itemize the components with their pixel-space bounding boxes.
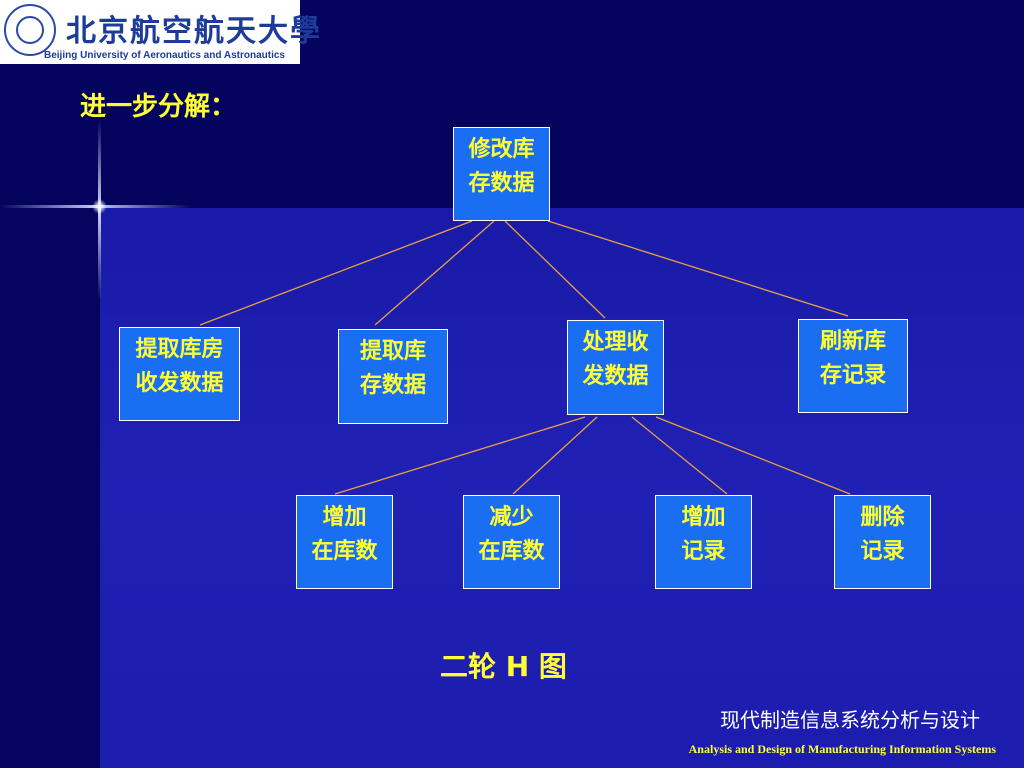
connector-node-3-to-leaf-3: [631, 416, 728, 495]
diagram-node-level2-3: 增加 记录: [655, 495, 752, 589]
node-label-line2: 记录: [860, 538, 905, 564]
university-seal-inner-ring: [16, 16, 44, 44]
diagram-node-level2-4: 删除 记录: [834, 495, 931, 589]
connector-node-3-to-leaf-1: [334, 416, 586, 495]
node-label-line1: 增加: [322, 504, 367, 530]
node-label-line1: 减少: [489, 504, 534, 530]
background-main-panel: [100, 208, 1024, 768]
university-name-cn: 北京航空航天大學: [66, 14, 322, 49]
node-label-line1: 提取库房: [135, 336, 224, 362]
node-label-line2: 存数据: [468, 170, 535, 196]
node-label-line1: 增加: [681, 504, 726, 530]
diagram-caption: 二轮 H 图: [440, 650, 567, 683]
diagram-node-root: 修改库 存数据: [453, 127, 550, 221]
slide-title: 进一步分解：: [80, 92, 237, 122]
diagram-node-level2-2: 减少 在库数: [463, 495, 560, 589]
background-left-band: [0, 208, 100, 768]
node-label-line1: 修改库: [468, 136, 535, 162]
connector-root-to-node-4: [547, 220, 849, 317]
university-name-en: Beijing University of Aeronautics and As…: [44, 50, 285, 61]
course-title-en: Analysis and Design of Manufacturing Inf…: [688, 742, 996, 756]
node-label-line2: 收发数据: [135, 370, 224, 396]
node-label-line2: 存记录: [819, 362, 886, 388]
node-label-line1: 提取库: [359, 338, 426, 364]
node-label-line2: 发数据: [582, 363, 649, 389]
node-label-line2: 存数据: [359, 372, 426, 398]
node-label-line2: 在库数: [311, 538, 378, 564]
node-label-line1: 删除: [860, 504, 905, 530]
university-seal-icon: [4, 4, 56, 56]
diagram-node-level2-1: 增加 在库数: [296, 495, 393, 589]
university-logo: 北京航空航天大學 Beijing University of Aeronauti…: [0, 0, 320, 64]
connector-root-to-node-3: [504, 220, 606, 319]
course-title-cn: 现代制造信息系统分析与设计: [720, 708, 980, 732]
connector-root-to-node-2: [374, 220, 495, 326]
diagram-node-level1-2: 提取库 存数据: [338, 329, 448, 424]
node-label-line1: 处理收: [582, 329, 649, 355]
node-label-line2: 在库数: [478, 538, 545, 564]
node-label-line1: 刷新库: [819, 328, 886, 354]
connector-node-3-to-leaf-2: [512, 416, 598, 495]
diagram-node-level1-3: 处理收 发数据: [567, 320, 664, 415]
diagram-node-level1-4: 刷新库 存记录: [798, 319, 908, 413]
node-label-line2: 记录: [681, 538, 726, 564]
connector-root-to-node-1: [199, 220, 473, 326]
light-flare-core: [92, 199, 107, 214]
connector-node-3-to-leaf-4: [655, 416, 851, 495]
diagram-node-level1-1: 提取库房 收发数据: [119, 327, 240, 421]
